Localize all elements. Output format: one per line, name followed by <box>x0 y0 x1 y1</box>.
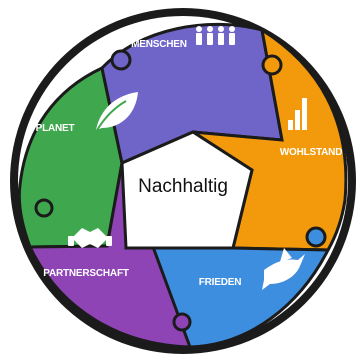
segment-label-frieden: FRIEDEN <box>199 277 242 288</box>
bar-chart-icon <box>288 98 307 130</box>
center-label: Nachhaltig <box>138 176 228 197</box>
center-pentagon <box>120 130 254 250</box>
segment-label-planet: PLANET <box>36 123 75 134</box>
segment-label-partnerschaft: PARTNERSCHAFT <box>43 268 129 279</box>
segment-planet <box>17 65 124 249</box>
handshake-icon <box>68 228 112 248</box>
segment-partnerschaft <box>27 157 193 349</box>
people-icon <box>196 26 235 45</box>
segment-label-menschen: MENSCHEN <box>131 39 187 50</box>
leaf-icon <box>95 92 138 133</box>
dove-icon <box>262 248 305 290</box>
segment-label-wohlstand: WOHLSTAND <box>280 147 342 158</box>
